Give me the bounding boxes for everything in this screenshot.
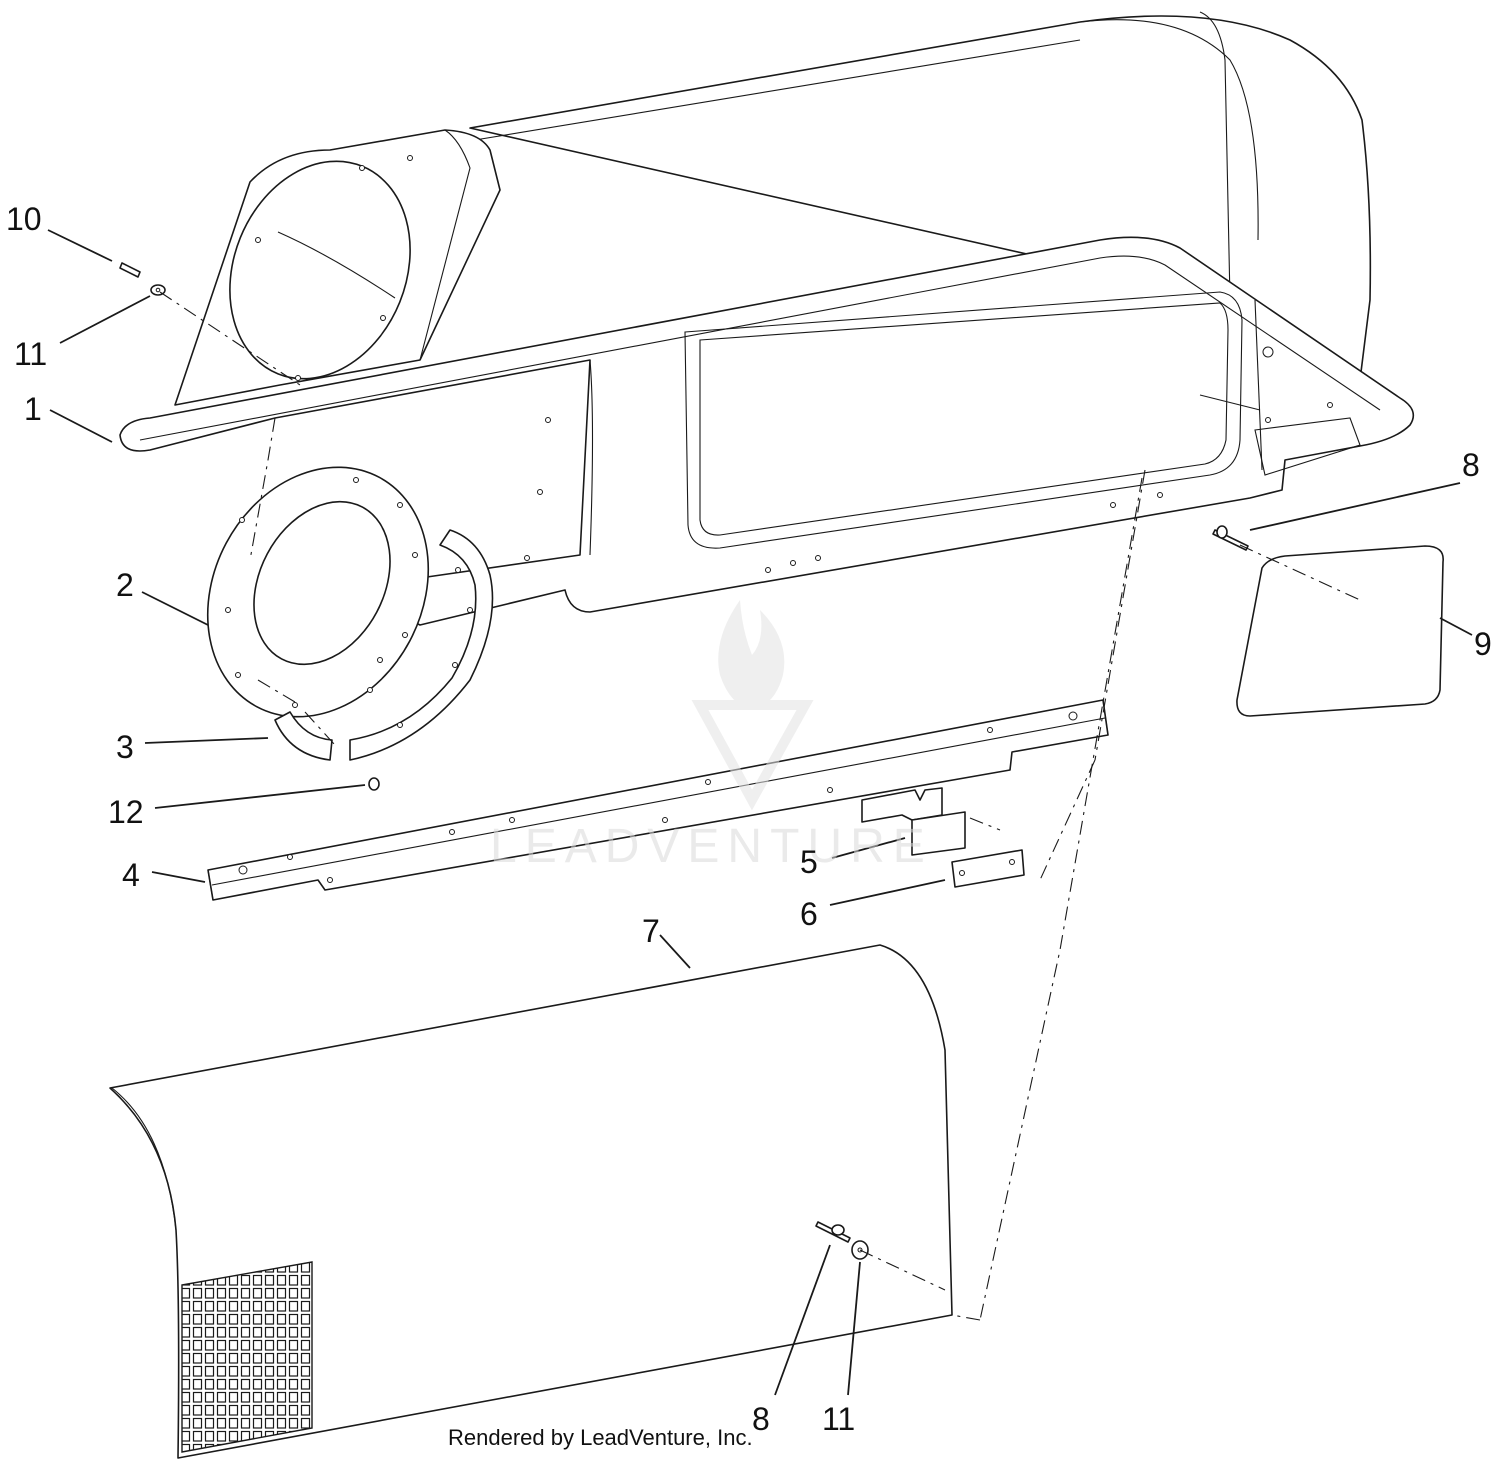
part-7-vent-grille xyxy=(181,1261,313,1453)
callout-labels: 10 11 1 2 3 12 4 5 6 7 8 9 8 11 xyxy=(6,201,1492,1437)
callout-1: 1 xyxy=(24,391,42,427)
callout-9: 9 xyxy=(1474,626,1492,662)
callout-5: 5 xyxy=(800,844,818,880)
watermark-text: LEADVENTURE xyxy=(490,820,933,873)
callout-11-lower: 11 xyxy=(822,1401,855,1437)
callout-12: 12 xyxy=(108,794,144,830)
part-10-screw[interactable] xyxy=(119,262,141,278)
part-7-front-panel[interactable] xyxy=(109,944,953,1459)
callout-3: 3 xyxy=(116,729,134,765)
part-4-angle-strip[interactable] xyxy=(207,699,1109,901)
render-credit: Rendered by LeadVenture, Inc. xyxy=(448,1425,753,1450)
callout-7: 7 xyxy=(642,913,660,949)
callout-8-lower: 8 xyxy=(752,1401,770,1437)
callout-11-upper: 11 xyxy=(14,336,47,372)
callout-4: 4 xyxy=(122,857,140,893)
part-8-screw-upper[interactable] xyxy=(1212,525,1249,551)
part-9-decal[interactable] xyxy=(1236,545,1444,717)
part-3-split-ring[interactable] xyxy=(274,529,494,761)
callout-2: 2 xyxy=(116,567,134,603)
part-12-nut[interactable] xyxy=(368,777,380,791)
leader-lines xyxy=(47,229,1473,1396)
callout-10: 10 xyxy=(6,201,42,237)
part-8-screw-lower[interactable] xyxy=(815,1221,851,1243)
callout-6: 6 xyxy=(800,896,818,932)
callout-8-upper: 8 xyxy=(1462,447,1480,483)
part-5-bracket[interactable] xyxy=(861,787,966,856)
assembly-lines xyxy=(159,291,1361,1321)
part-1-shroud[interactable] xyxy=(119,11,1415,626)
leadventure-watermark: LEADVENTURE xyxy=(490,600,933,873)
part-2-ring[interactable] xyxy=(165,428,471,755)
part-6-plate[interactable] xyxy=(951,849,1025,888)
